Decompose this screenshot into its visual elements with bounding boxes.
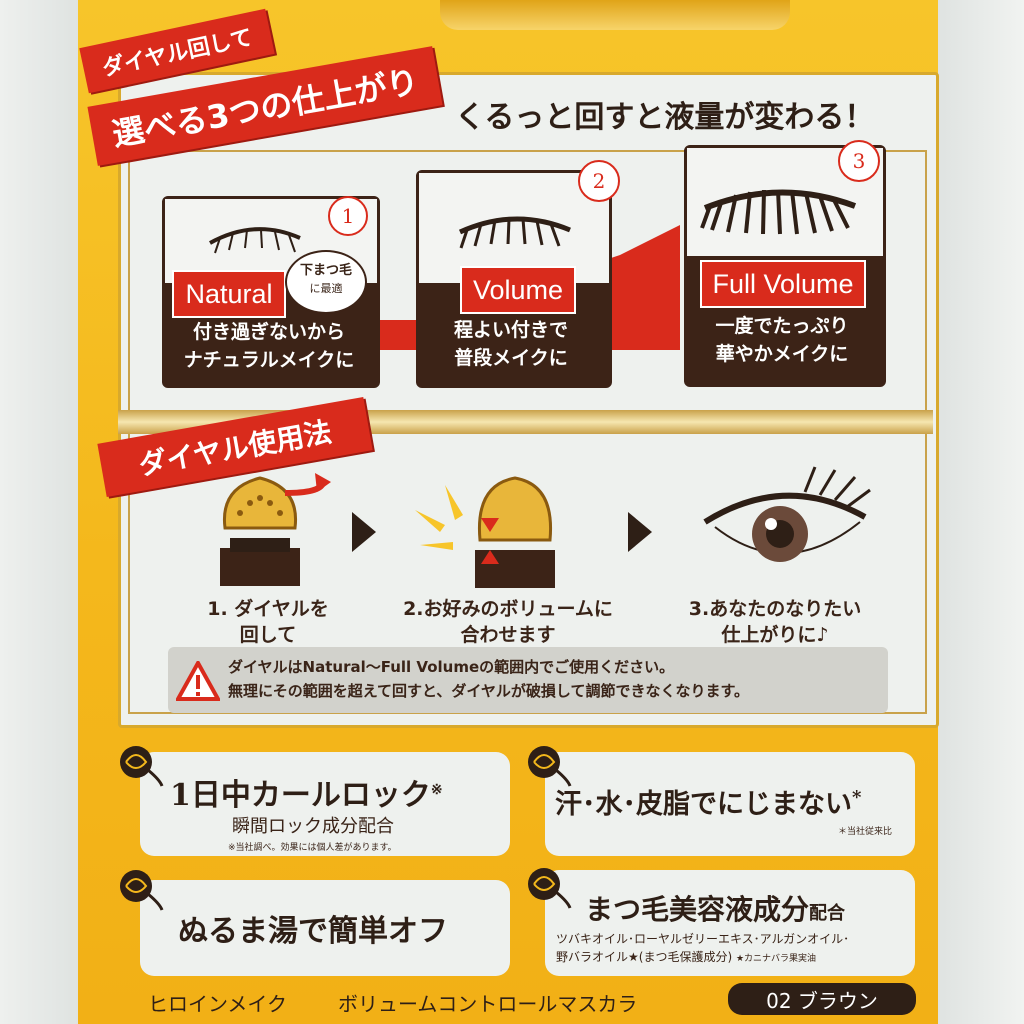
warning-box: [168, 647, 888, 713]
warning-icon: [176, 661, 220, 701]
usage-caption-1-line2: 回して: [239, 624, 297, 646]
feature-lash-serum-sub-line1: ツバキオイル･ローヤルゼリーエキス･アルガンオイル･: [556, 932, 850, 946]
step-desc-volume: 程よい付きで 普段メイクに: [418, 316, 604, 372]
feature-smudge-proof-mark: *: [852, 787, 862, 808]
lash-volume-icon: [458, 216, 571, 249]
usage-caption-1: 1. ダイヤルを 回して: [178, 596, 358, 648]
feature-lash-serum-title-suffix: 配合: [809, 903, 846, 924]
footer-brand: ヒロインメイク: [148, 992, 287, 1016]
step-desc-natural: 付き過ぎないから ナチュラルメイクに: [166, 318, 372, 374]
feature-lash-serum-sub-line2: 野バラオイル★(まつ毛保護成分) ★カニナバラ果実油: [556, 948, 849, 968]
warning-text-line1: ダイヤルはNatural～Full Volumeの範囲内でご使用ください。: [228, 658, 675, 676]
label-volume: Volume: [460, 266, 576, 314]
lash-natural-icon: [209, 227, 301, 254]
step-card-volume: [416, 170, 612, 388]
footer-product: ボリュームコントロールマスカラ: [338, 992, 638, 1016]
dial-align-illustration: [415, 476, 555, 588]
feature-smudge-proof-note: ＊当社従来比: [838, 827, 893, 837]
dial-turn-illustration: [220, 473, 331, 586]
usage-caption-2-line1: 2.お好みのボリュームに: [403, 598, 613, 620]
feature-smudge-proof-title: 汗･水･皮脂でにじまない*: [555, 782, 861, 821]
feature-curl-lock-sub: 瞬間ロック成分配合: [232, 816, 394, 837]
rose-ornament-icon: [120, 746, 164, 787]
step-number-3: 3: [838, 140, 880, 182]
right-background: [938, 0, 1024, 1024]
warning-text-line2: 無理にその範囲を超えて回すと、ダイヤルが破損して調節できなくなります。: [228, 682, 749, 700]
feature-warm-water-off: [140, 880, 510, 976]
warning-text: ダイヤルはNatural～Full Volumeの範囲内でご使用ください。 無理…: [228, 655, 749, 703]
feature-warm-water-off-title: ぬるま湯で簡単オフ: [178, 914, 448, 949]
arrow-right-icon: [628, 512, 652, 552]
left-background: [0, 0, 78, 1024]
step-desc-full-volume: 一度でたっぷり 華やかメイクに: [686, 312, 878, 368]
usage-caption-2-line2: 合わせます: [460, 624, 556, 646]
shade-badge: 02 ブラウン: [728, 983, 916, 1015]
step-desc-full-volume-line2: 華やかメイクに: [715, 343, 849, 365]
feature-curl-lock-title-text: 1日中カールロック: [170, 778, 431, 813]
step-desc-volume-line1: 程よい付きで: [453, 319, 568, 341]
step-desc-natural-line1: 付き過ぎないから: [192, 321, 345, 343]
lower-lash-badge: 下まつ毛 に最適: [285, 250, 367, 314]
usage-caption-3-line2: 仕上がりに♪: [721, 624, 829, 646]
label-natural: Natural: [172, 270, 286, 318]
feature-lash-serum-note: ★カニナバラ果実油: [735, 954, 817, 964]
arrow-right-icon: [352, 512, 376, 552]
dial-headline: くるっと回すと液量が変わる！: [455, 100, 875, 135]
feature-lash-serum-sub: ツバキオイル･ローヤルゼリーエキス･アルガンオイル･ 野バラオイル★(まつ毛保護…: [556, 930, 849, 968]
package-window-shine: [440, 0, 790, 30]
step-number-1: 1: [328, 196, 368, 236]
rose-ornament-icon: [528, 868, 572, 909]
feature-curl-lock-mark: ※: [430, 782, 443, 798]
label-full-volume: Full Volume: [700, 260, 866, 308]
feature-smudge-proof-title-text: 汗･水･皮脂でにじまない: [555, 789, 852, 820]
feature-lash-serum: [545, 870, 915, 976]
feature-smudge-proof: [545, 752, 915, 856]
rose-ornament-icon: [528, 746, 572, 787]
feature-curl-lock-title: 1日中カールロック※: [170, 770, 443, 814]
feature-lash-serum-sub-line2-text: 野バラオイル★(まつ毛保護成分): [556, 950, 733, 964]
lower-lash-badge-line1: 下まつ毛: [299, 263, 352, 278]
lash-full-volume-icon: [700, 189, 857, 235]
step-desc-full-volume-line1: 一度でたっぷり: [715, 315, 849, 337]
feature-curl-lock: [140, 752, 510, 856]
rose-ornament-icon: [120, 870, 164, 911]
usage-caption-1-line1: 1. ダイヤルを: [207, 598, 329, 620]
step-desc-natural-line2: ナチュラルメイクに: [183, 349, 355, 371]
usage-caption-3-line1: 3.あなたのなりたい: [688, 598, 862, 620]
usage-caption-3: 3.あなたのなりたい 仕上がりに♪: [670, 596, 880, 648]
step-desc-volume-line2: 普段メイクに: [454, 347, 568, 369]
eye-illustration: [703, 466, 871, 562]
lower-lash-badge-line2: に最適: [309, 282, 343, 295]
step-number-2: 2: [578, 160, 620, 202]
feature-lash-serum-title-text: まつ毛美容液成分: [585, 893, 810, 926]
feature-curl-lock-note: ※当社調べ。効果には個人差があります。: [228, 843, 397, 853]
feature-lash-serum-title: まつ毛美容液成分配合: [585, 888, 845, 928]
usage-caption-2: 2.お好みのボリュームに 合わせます: [388, 596, 628, 648]
